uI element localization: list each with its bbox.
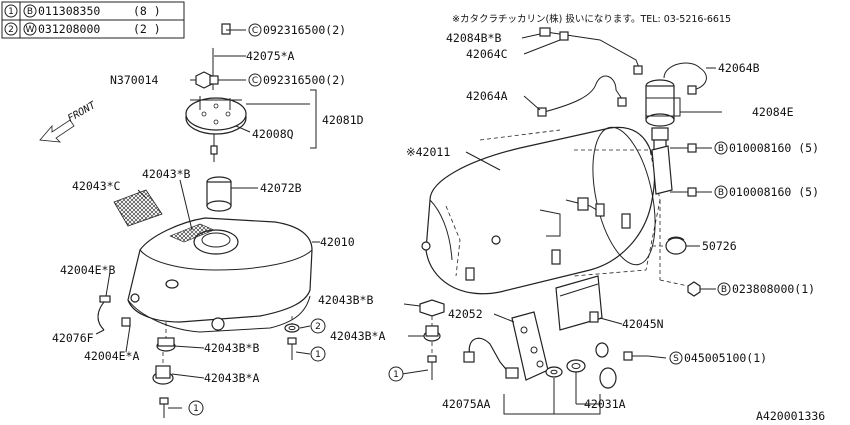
- label-42052: 42052: [448, 307, 483, 321]
- plug-50726: [665, 236, 687, 255]
- callout-c092316500-top: C 092316500(2): [248, 23, 346, 37]
- label-42045N: 42045N: [622, 317, 664, 331]
- svg-text:010008160 (5): 010008160 (5): [729, 141, 819, 155]
- callout-c092316500-mid: C 092316500(2): [248, 73, 346, 87]
- front-arrow: FRONT: [39, 100, 98, 143]
- svg-text:B: B: [718, 144, 724, 154]
- bolt-010008160-a: [670, 143, 697, 153]
- legend-row-2-num: 2: [8, 25, 14, 35]
- legend-table: 1 B 011308350 (8 ) 2 W 031208000 (2 ): [1, 1, 185, 39]
- label-42004EA: 42004E*A: [84, 349, 139, 363]
- label-42011: ※42011: [406, 145, 450, 159]
- callout-b023808000: B 023808000(1): [717, 282, 815, 296]
- callout-b010008160-a: B 010008160 (5): [714, 141, 819, 155]
- svg-text:C: C: [252, 76, 258, 86]
- leader-lines: [95, 29, 722, 409]
- svg-text:092316500(2): 092316500(2): [263, 23, 346, 37]
- legend-row-2-sym: W: [26, 25, 35, 35]
- diagram-id: A420001336: [756, 409, 825, 423]
- svg-text:023808000(1): 023808000(1): [732, 282, 815, 296]
- label-42064A: 42064A: [466, 89, 508, 103]
- rubber-mount-42043BB-mid: [419, 299, 445, 317]
- hose-42076F: [97, 295, 131, 331]
- label-42043C: 42043*C: [72, 179, 121, 193]
- label-42075A: 42075*A: [246, 49, 295, 63]
- rubber-mount-42043BA-mid: [423, 325, 441, 342]
- legend-row-2-qty: (2 ): [133, 22, 161, 36]
- canister-42084E: [645, 79, 681, 151]
- canister-bracket: [651, 145, 673, 195]
- label-42075AA: 42075AA: [442, 397, 491, 411]
- supplier-note: ※カタクラチッカリン(株) 扱いになります。TEL: 03-5216-6615: [452, 13, 731, 25]
- fuel-tank-42010: [127, 217, 313, 333]
- legend-row-1-part: 011308350: [38, 4, 100, 18]
- label-42076F: 42076F: [52, 331, 94, 345]
- rubber-mount-42043BA-left: [152, 365, 174, 385]
- svg-text:S: S: [673, 354, 679, 364]
- bolt-ref-1-right: [427, 355, 437, 380]
- legend-row-1-num: 1: [8, 7, 14, 17]
- svg-text:B: B: [721, 285, 727, 295]
- legend-row-2-part: 031208000: [38, 22, 100, 36]
- label-42084E: 42084E: [752, 105, 794, 119]
- label-42084BB: 42084B*B: [446, 31, 501, 45]
- legend-row-1-sym: B: [27, 7, 33, 17]
- bolt-ref-1-left: [159, 397, 169, 418]
- svg-text:2: 2: [315, 322, 321, 332]
- label-N370014: N370014: [110, 73, 159, 87]
- bolt-ref-1-mid: [287, 337, 297, 360]
- ref-circle-1-a: 1: [310, 346, 326, 362]
- hose-42075AA: [463, 337, 519, 379]
- bracket-42045N: [555, 275, 603, 331]
- label-50726: 50726: [702, 239, 737, 253]
- svg-text:1: 1: [393, 370, 399, 380]
- svg-text:1: 1: [193, 404, 199, 414]
- label-42043B: 42043*B: [142, 167, 191, 181]
- label-42043BA-mid: 42043B*A: [330, 329, 385, 343]
- label-42081D: 42081D: [322, 113, 364, 127]
- cap-42031A: [545, 342, 617, 389]
- nut-023808000: [687, 281, 701, 297]
- label-42064B: 42064B: [718, 61, 760, 75]
- rubber-mount-42043BB-left: [156, 337, 176, 352]
- filter-42072B: [206, 176, 232, 212]
- svg-text:C: C: [252, 26, 258, 36]
- bolt-010008160-b: [670, 187, 697, 197]
- ref-circle-2: 2: [310, 318, 326, 334]
- ref-circle-1-c: 1: [388, 366, 404, 382]
- svg-text:045005100(1): 045005100(1): [684, 351, 767, 365]
- fuel-pump-assembly: [185, 23, 247, 162]
- label-42010: 42010: [320, 235, 355, 249]
- label-42043BA-left: 42043B*A: [204, 371, 259, 385]
- label-42043BB-mid: 42043B*B: [318, 293, 373, 307]
- label-42064C: 42064C: [466, 47, 508, 61]
- pipe-42064A: [537, 75, 627, 117]
- mesh-pad-42043C: [113, 189, 163, 227]
- tank-42011: [421, 126, 656, 295]
- label-42031A: 42031A: [584, 397, 626, 411]
- label-42004EB: 42004E*B: [60, 263, 115, 277]
- bolt-045005100: [623, 351, 648, 361]
- front-label: FRONT: [66, 100, 98, 125]
- label-42043BB-left: 42043B*B: [204, 341, 259, 355]
- washer-ref-2: [284, 323, 300, 333]
- ref-circle-1-b: 1: [188, 400, 204, 416]
- svg-text:092316500(2): 092316500(2): [263, 73, 346, 87]
- label-42072B: 42072B: [260, 181, 302, 195]
- pipe-42064B: [663, 62, 707, 91]
- callout-s045005100: S 045005100(1): [669, 351, 767, 365]
- legend-row-1-qty: (8 ): [133, 4, 161, 18]
- svg-text:010008160 (5): 010008160 (5): [729, 185, 819, 199]
- pipe-42064C: [539, 27, 643, 75]
- callout-b010008160-b: B 010008160 (5): [714, 185, 819, 199]
- svg-text:1: 1: [315, 350, 321, 360]
- label-42008Q: 42008Q: [252, 127, 294, 141]
- svg-text:B: B: [718, 188, 724, 198]
